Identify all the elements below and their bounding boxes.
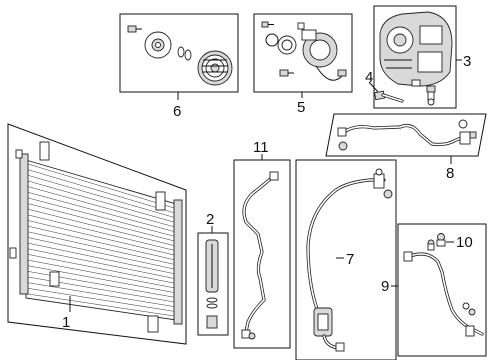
box-part-5: 5 (253, 13, 353, 116)
field-coil-icon (297, 22, 347, 81)
condenser-fin-line (27, 220, 175, 256)
condenser-fin-line (27, 254, 175, 284)
pulley-icon (197, 50, 233, 86)
condenser-fin-line (27, 208, 175, 246)
condenser-fin-line (27, 225, 175, 260)
condenser-fin-line (27, 282, 175, 307)
box-part-2: 2 (197, 211, 229, 336)
suction-line-icon (306, 168, 393, 352)
part-10: 10 (436, 233, 473, 251)
drier-cartridge-icon (205, 239, 219, 329)
condenser-fin-line (27, 180, 175, 223)
condenser-fin-line (27, 237, 175, 270)
box-part-6: 6 (119, 13, 239, 120)
clutch-hub-icon (144, 31, 172, 59)
callout-7: 7 (346, 251, 354, 268)
callout-8: 8 (446, 165, 454, 182)
condenser-fin-line (27, 186, 175, 228)
condenser-fin-line (27, 175, 175, 218)
shim-icon (177, 46, 192, 61)
callout-10: 10 (456, 234, 473, 251)
condenser-fin-line (27, 231, 175, 265)
callout-1: 1 (62, 314, 70, 331)
hose-icon (403, 239, 484, 337)
box-part-3: 3 (373, 5, 471, 109)
callout-4: 4 (365, 69, 373, 86)
box-part-8: 8 (325, 113, 487, 182)
callout-3: 3 (463, 53, 471, 70)
callout-2: 2 (206, 211, 214, 228)
condenser-fin-line (27, 242, 175, 274)
condenser-fin-line (27, 288, 175, 312)
condenser-fin-line (27, 203, 175, 242)
callout-9: 9 (381, 278, 389, 295)
condenser-core-icon (9, 141, 183, 333)
condenser-fin-line (27, 214, 175, 251)
condenser-fin-line (27, 169, 175, 213)
clutch-bolt-icon (127, 25, 142, 33)
callout-5: 5 (297, 99, 305, 116)
condenser-fin-line (27, 259, 175, 289)
discharge-pipe-icon (337, 119, 477, 151)
liquid-line-icon (241, 171, 279, 340)
callout-6: 6 (173, 103, 181, 120)
callout-11: 11 (253, 139, 269, 156)
valve-cap-icon (436, 233, 446, 247)
box-part-9: 9 (381, 223, 487, 357)
box-part-11: 11 (233, 139, 291, 349)
condenser-fin-line (27, 192, 175, 232)
compressor-icon (379, 11, 453, 106)
part-4-bolt: 4 (365, 69, 404, 103)
coil-screw-icon (261, 21, 274, 28)
condenser-fin-line (27, 265, 175, 293)
part-1-condenser: 1 (7, 123, 187, 345)
coil-bolt-icon (279, 69, 294, 77)
box-part-7: 7 (295, 159, 397, 360)
condenser-fin-line (27, 248, 175, 279)
snap-ring-icon (265, 33, 297, 55)
condenser-fin-line (27, 163, 175, 209)
condenser-fin-line (27, 293, 175, 317)
condenser-fin-line (27, 197, 175, 237)
bolt-icon (374, 90, 404, 103)
